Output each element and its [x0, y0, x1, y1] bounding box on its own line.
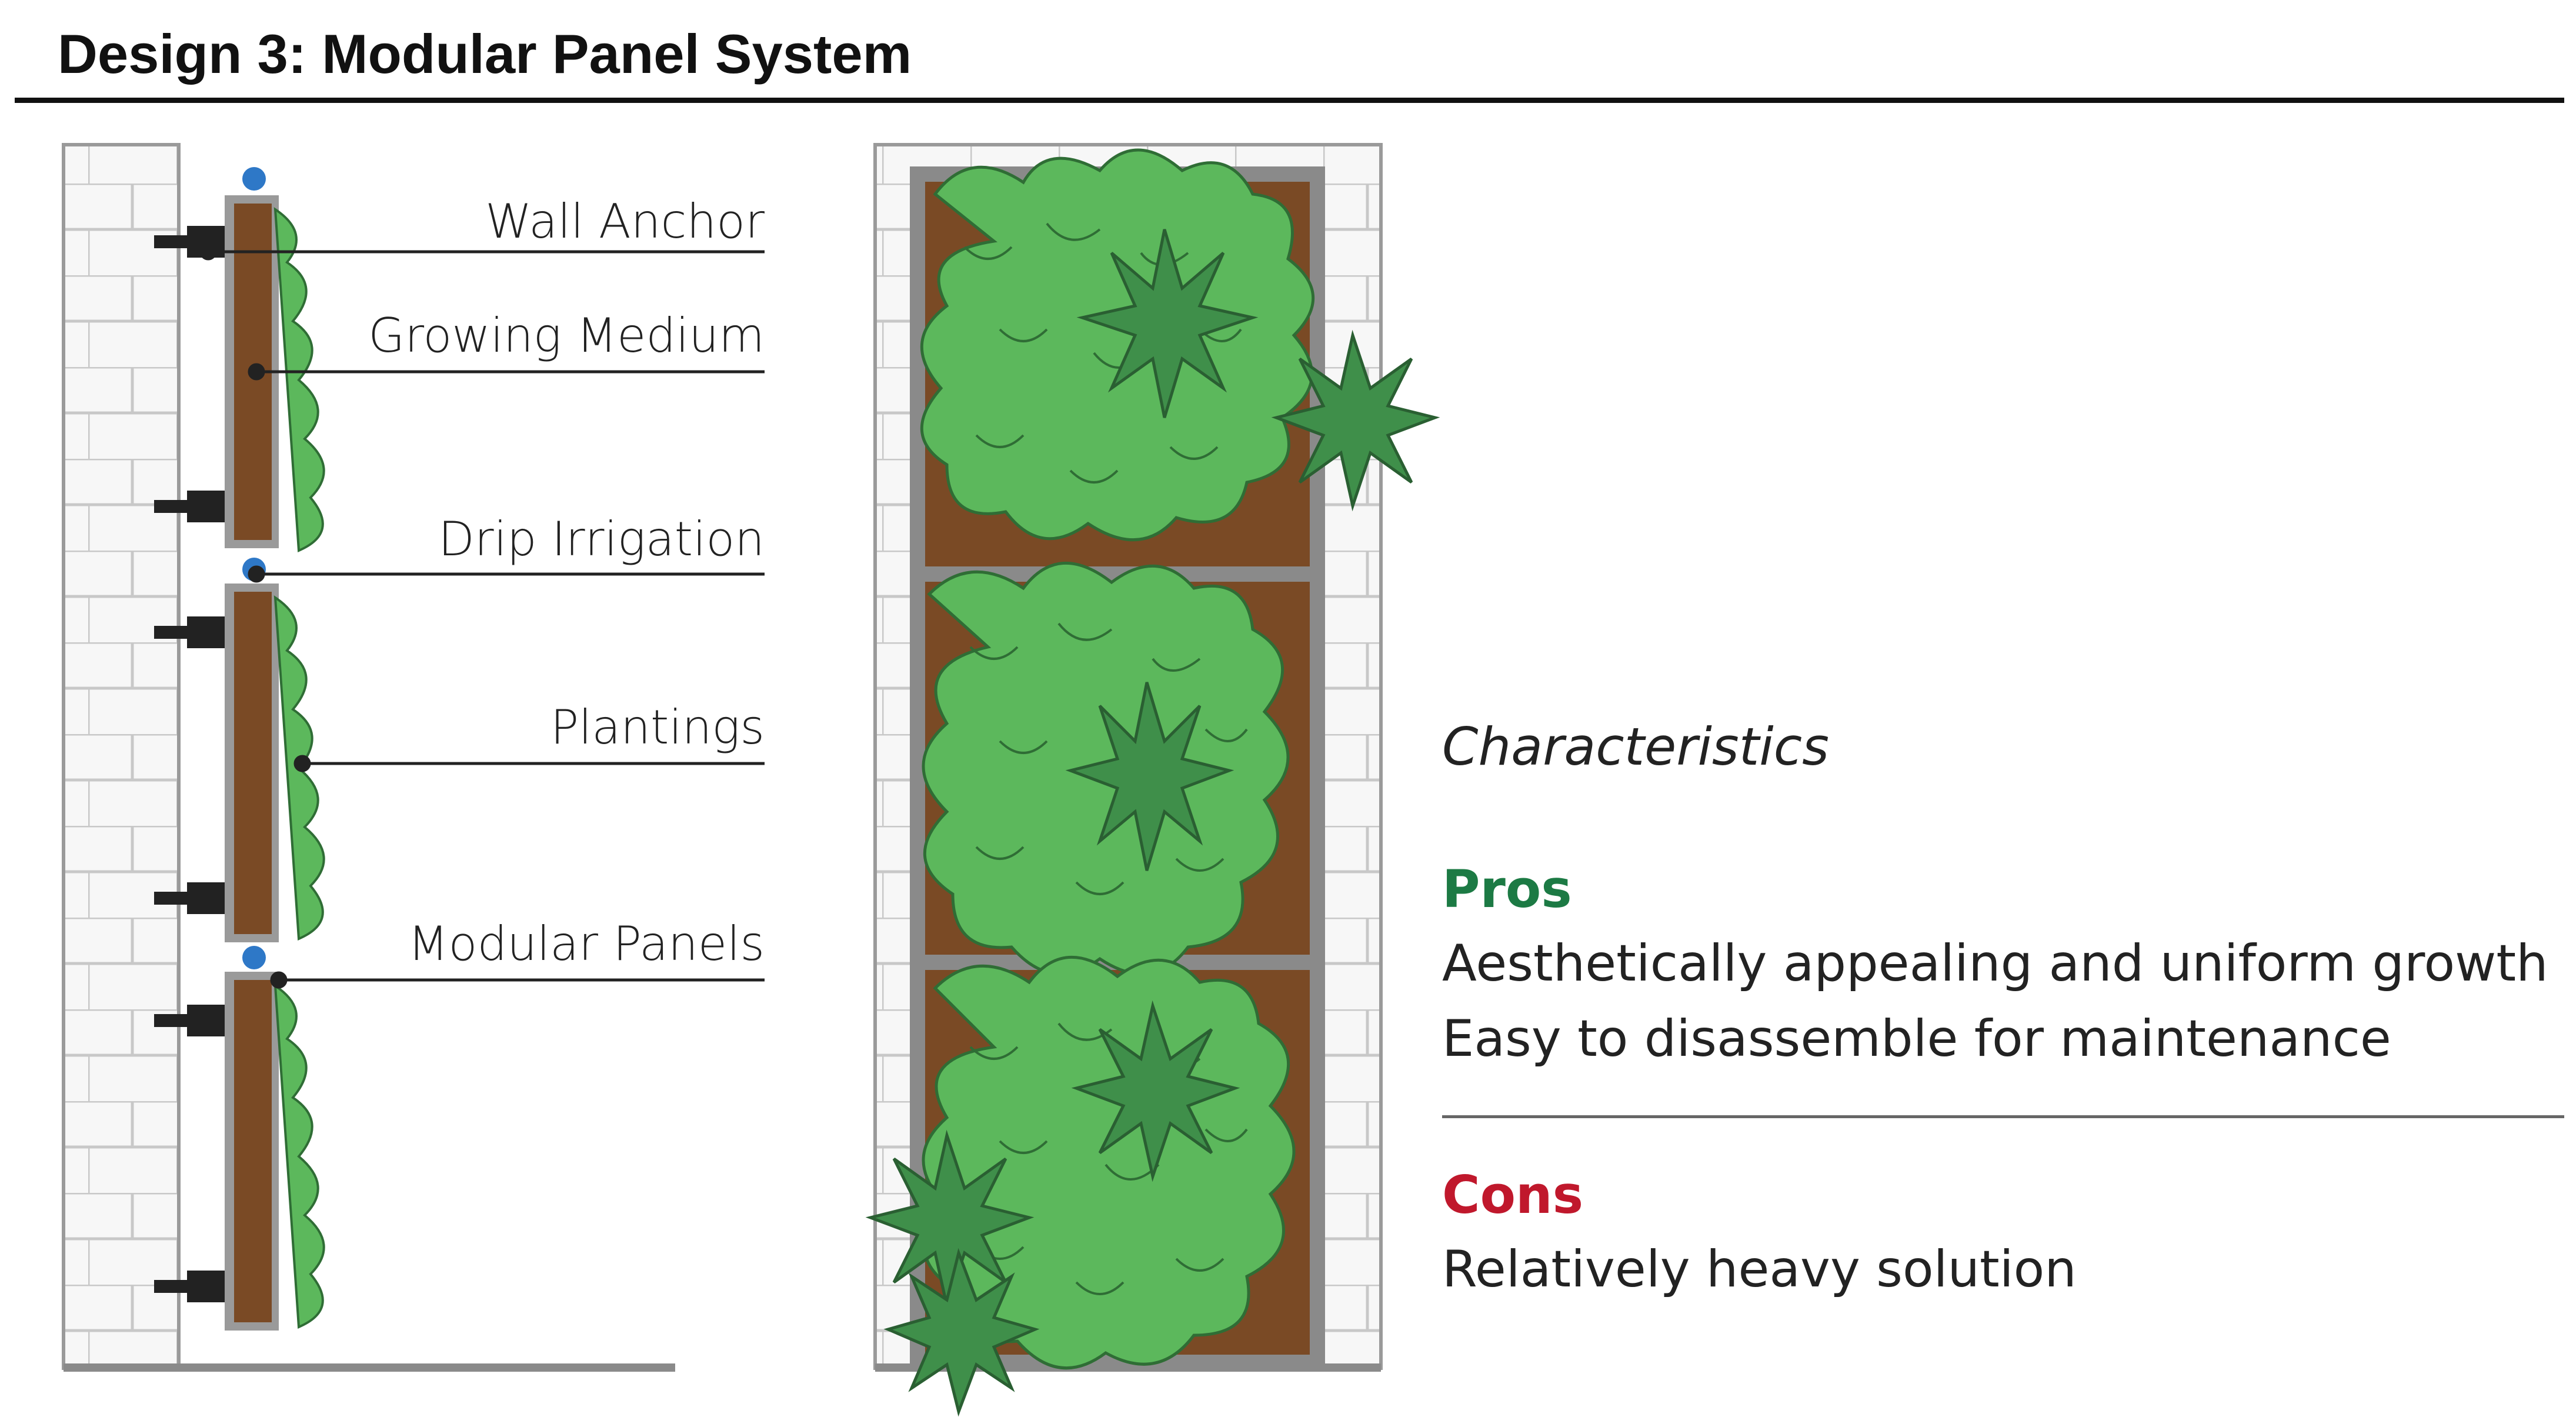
irrigation-emitter [242, 167, 266, 191]
irrigation-emitter [242, 946, 266, 969]
brick-wall-section [62, 143, 181, 1370]
callout-plantings: Plantings [550, 700, 765, 755]
section-view [62, 143, 765, 1372]
elevation-view [865, 143, 1440, 1417]
callout-growing-medium: Growing Medium [368, 308, 765, 363]
callout-drip-irrigation: Drip Irrigation [438, 512, 765, 566]
cons-item: Relatively heavy solution [1442, 1240, 2077, 1299]
modular-panel-section-2 [154, 584, 325, 942]
pros-cons-divider [1442, 1115, 2564, 1118]
page-title: Design 3: Modular Panel System [58, 23, 912, 85]
pros-item: Aesthetically appealing and uniform grow… [1442, 934, 2548, 993]
pros-heading: Pros [1442, 859, 1572, 919]
cons-heading: Cons [1442, 1165, 1584, 1225]
dark-plants [865, 229, 1440, 1417]
characteristics-heading: Characteristics [1442, 716, 1829, 777]
callout-wall-anchor: Wall Anchor [485, 194, 765, 249]
title-divider [15, 98, 2564, 103]
pros-item: Easy to disassemble for maintenance [1442, 1009, 2391, 1068]
ground-line [64, 1363, 675, 1372]
callout-modular-panels: Modular Panels [408, 916, 765, 971]
modular-panel-section-3 [154, 972, 325, 1331]
